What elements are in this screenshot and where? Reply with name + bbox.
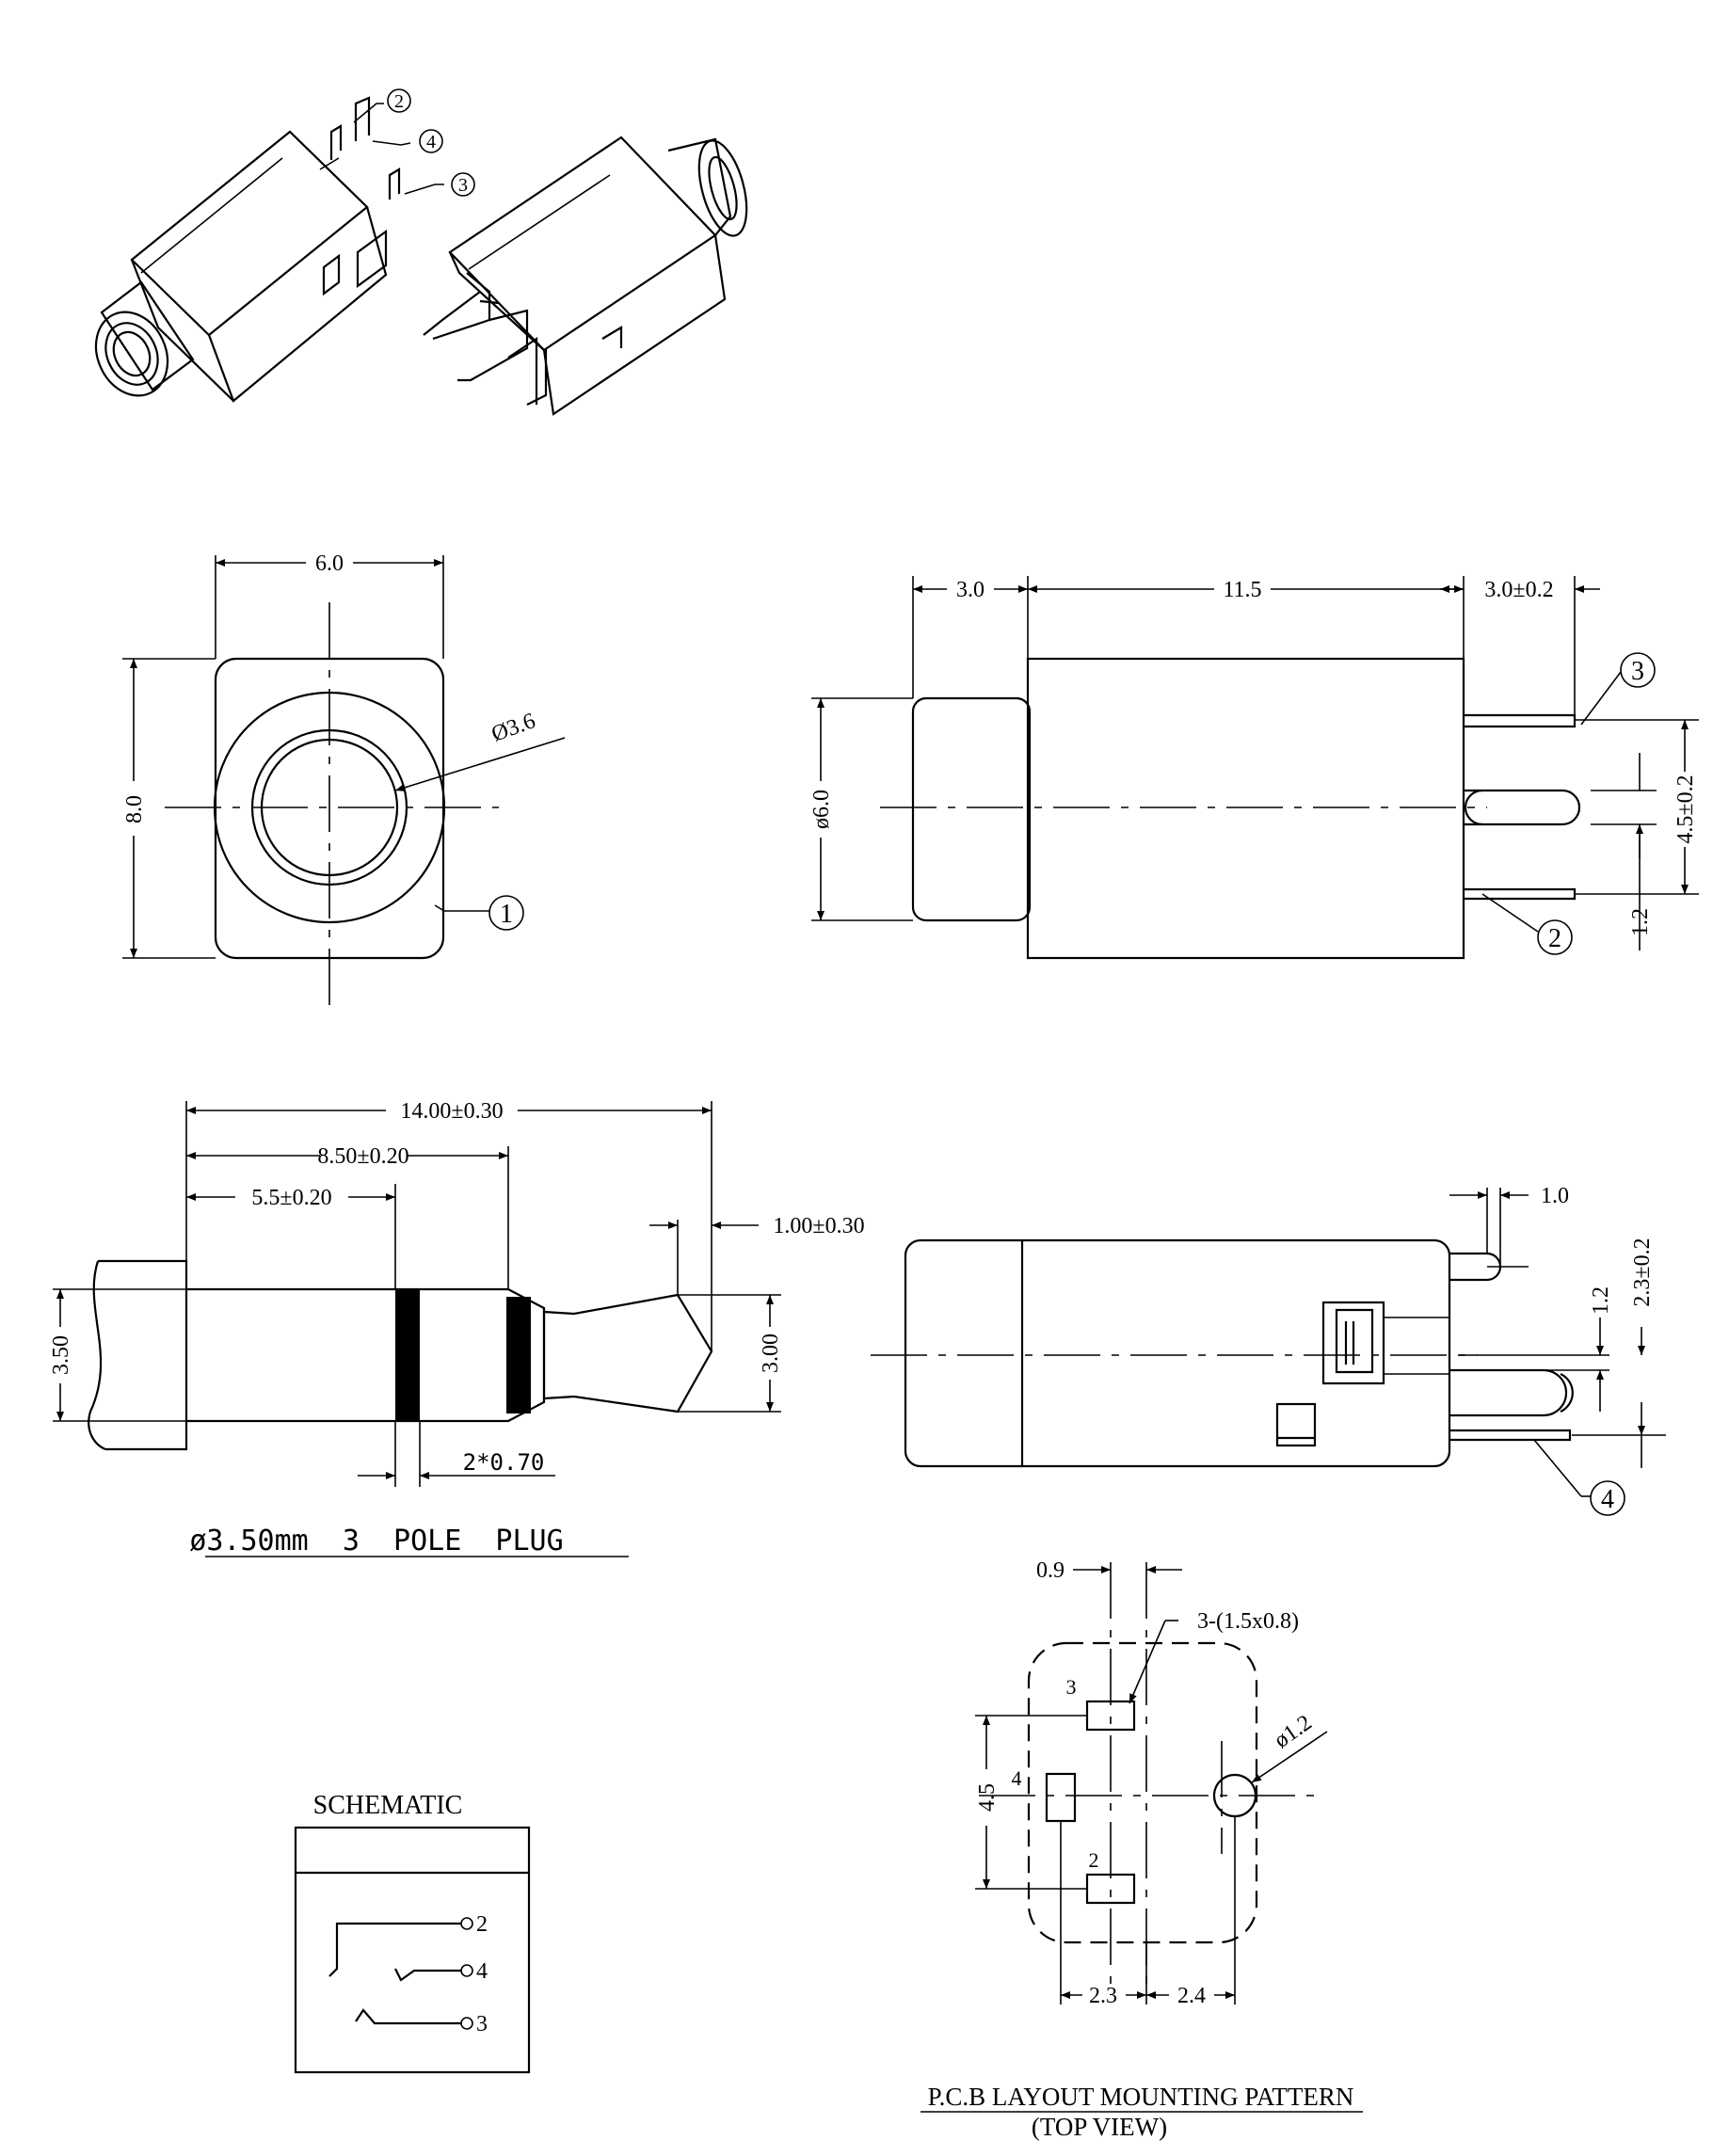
pcb-layout: 3 4 2 0.9 3-(1.5x0.8) ø1.2 4.5 2.3 2.4 P…: [921, 1558, 1363, 2141]
bottom-height-dim: 2.3±0.2: [1630, 1238, 1655, 1306]
side-pitch-dim: 4.5±0.2: [1673, 775, 1698, 843]
plug-view: 14.00±0.30 8.50±0.20 5.5±0.20 1.00±0.30 …: [49, 1099, 865, 1557]
pcb-x1-dim: 2.3: [1089, 1984, 1117, 2008]
side-pin-dim: 3.0±0.2: [1484, 578, 1553, 602]
pcb-offset-dim: 0.9: [1036, 1558, 1065, 1583]
callout-4-iso: 4: [426, 132, 436, 152]
side-dia-dim: ø6.0: [809, 790, 834, 829]
plug-groove-dim: 2*0.70: [463, 1449, 545, 1476]
bottom-pin-dist-dim: 1.0: [1541, 1184, 1569, 1208]
pcb-x2-dim: 2.4: [1177, 1984, 1206, 2008]
pcb-pads-dim: 3-(1.5x0.8): [1197, 1609, 1299, 1634]
isometric-view-left: 2 4 3: [94, 88, 475, 403]
schematic: SCHEMATIC 2 4 3: [294, 1791, 531, 2074]
plug-tip-dim: 1.00±0.30: [773, 1214, 864, 1238]
callout-3-iso: 3: [458, 175, 468, 196]
plug-dia-dim: 3.50: [49, 1335, 73, 1375]
pcb-hole-dim: ø1.2: [1270, 1711, 1316, 1753]
side-body-dim: 11.5: [1223, 578, 1261, 602]
front-width-dim: 6.0: [315, 551, 344, 576]
schematic-pin-2: 2: [476, 1912, 488, 1937]
plug-ring-dim: 8.50±0.20: [317, 1144, 408, 1169]
plug-overall-dim: 14.00±0.30: [400, 1099, 503, 1124]
pcb-pad-3-label: 3: [1066, 1675, 1077, 1699]
callout-1: 1: [500, 900, 513, 929]
pcb-pad-4-label: 4: [1012, 1766, 1022, 1790]
schematic-title: SCHEMATIC: [313, 1791, 463, 1820]
schematic-pin-4: 4: [476, 1959, 488, 1984]
front-view: 6.0 8.0 Ø3.6 1: [122, 551, 566, 1012]
pcb-pad-2-label: 2: [1089, 1848, 1099, 1872]
plug-sleeve-dim: 5.5±0.20: [251, 1186, 331, 1210]
bottom-view: 1.0 1.2 2.3±0.2 4: [871, 1184, 1666, 1516]
front-height-dim: 8.0: [122, 795, 147, 823]
pcb-pitch-dim: 4.5: [975, 1783, 1000, 1812]
callout-2-iso: 2: [394, 91, 404, 112]
bottom-pin-offset-dim: 1.2: [1589, 1286, 1613, 1315]
side-front-dim: 3.0: [956, 578, 985, 602]
front-hole-dia: Ø3.6: [488, 709, 538, 747]
callout-2-side: 2: [1548, 924, 1561, 953]
side-view: 3.0 11.5 3.0±0.2 ø6.0 4.5±0.2 1.2 3 2: [809, 576, 1699, 960]
callout-4-bottom: 4: [1601, 1485, 1614, 1514]
schematic-pin-3: 3: [476, 2012, 488, 2036]
callout-3-side: 3: [1631, 657, 1644, 686]
pcb-subcaption: (TOP VIEW): [1032, 2113, 1167, 2141]
side-pin-offset-dim: 1.2: [1628, 908, 1653, 936]
isometric-view-right: [423, 136, 748, 416]
plug-tip-dia-dim: 3.00: [759, 1334, 783, 1373]
plug-caption: ø3.50mm 3 POLE PLUG: [189, 1525, 563, 1557]
pcb-caption: P.C.B LAYOUT MOUNTING PATTERN: [928, 2083, 1354, 2111]
